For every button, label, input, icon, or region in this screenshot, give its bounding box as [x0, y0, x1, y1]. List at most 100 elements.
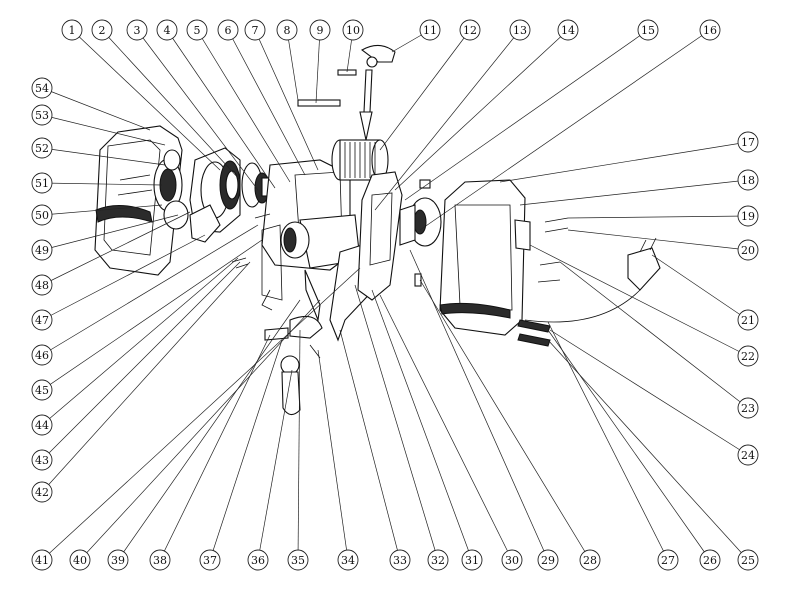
- callout-number: 51: [35, 177, 49, 190]
- leader-line: [374, 29, 521, 211]
- callout-circle: [31, 239, 53, 261]
- callout-circle: [427, 549, 449, 571]
- callout-number: 10: [346, 24, 360, 37]
- callout-38: 38: [149, 549, 171, 571]
- callout-17: 17: [737, 131, 759, 153]
- callout-16: 16: [699, 19, 721, 41]
- side-plate: [357, 171, 403, 301]
- callout-circle: [342, 19, 364, 41]
- callout-31: 31: [461, 549, 483, 571]
- callout-41: 41: [31, 549, 53, 571]
- callout-27: 27: [657, 549, 679, 571]
- callout-circle: [149, 549, 171, 571]
- callout-number: 14: [561, 24, 575, 37]
- callout-circle: [461, 549, 483, 571]
- callout-circle: [186, 19, 208, 41]
- callout-49: 49: [31, 239, 53, 261]
- leader-line: [41, 87, 151, 131]
- callout-number: 27: [661, 554, 675, 567]
- leader-line: [567, 215, 749, 219]
- leader-line: [227, 29, 306, 176]
- callout-number: 47: [35, 314, 49, 327]
- callout-18: 18: [737, 169, 759, 191]
- callout-number: 48: [35, 279, 49, 292]
- callout-11: 11: [419, 19, 441, 41]
- callout-circle: [389, 549, 411, 571]
- callout-number: 41: [35, 554, 49, 567]
- leader-line: [41, 204, 163, 216]
- callout-number: 33: [393, 554, 407, 567]
- leader-line: [209, 339, 283, 561]
- leader-line: [41, 234, 206, 321]
- callout-29: 29: [537, 549, 559, 571]
- callout-47: 47: [31, 309, 53, 331]
- callout-number: 29: [541, 554, 555, 567]
- callout-number: 39: [111, 554, 125, 567]
- callout-number: 13: [513, 24, 527, 37]
- callout-7: 7: [244, 19, 266, 41]
- callout-circle: [31, 104, 53, 126]
- callout-circle: [247, 549, 269, 571]
- callout-30: 30: [501, 549, 523, 571]
- leader-line: [315, 29, 321, 104]
- callout-3: 3: [126, 19, 148, 41]
- callout-circle: [579, 549, 601, 571]
- callout-number: 52: [35, 142, 49, 155]
- leader-line: [339, 329, 401, 561]
- callout-circle: [31, 481, 53, 503]
- callout-circle: [501, 549, 523, 571]
- leader-line: [499, 141, 749, 183]
- callout-1: 1: [61, 19, 83, 41]
- callout-circle: [31, 309, 53, 331]
- callout-43: 43: [31, 449, 53, 471]
- callout-number: 31: [465, 554, 479, 567]
- callout-circle: [737, 131, 759, 153]
- callout-circle: [126, 19, 148, 41]
- callout-circle: [737, 444, 759, 466]
- callout-number: 4: [164, 24, 171, 37]
- callout-circle: [699, 19, 721, 41]
- callout-28: 28: [579, 549, 601, 571]
- leader-line: [41, 147, 166, 166]
- callout-12: 12: [459, 19, 481, 41]
- callout-37: 37: [199, 549, 221, 571]
- callout-number: 38: [153, 554, 167, 567]
- callout-circle: [91, 19, 113, 41]
- cable-drum: [331, 139, 389, 181]
- callout-8: 8: [276, 19, 298, 41]
- callout-number: 28: [583, 554, 597, 567]
- callout-circle: [31, 379, 53, 401]
- leader-line: [117, 299, 301, 561]
- callout-44: 44: [31, 414, 53, 436]
- leader-line: [286, 29, 299, 101]
- leader-line: [419, 279, 591, 561]
- callout-6: 6: [217, 19, 239, 41]
- callout-5: 5: [186, 19, 208, 41]
- leader-line: [394, 29, 569, 191]
- callout-circle: [537, 549, 559, 571]
- callout-circle: [31, 77, 53, 99]
- leader-line: [79, 299, 321, 561]
- callout-number: 21: [741, 314, 755, 327]
- callout-circle: [737, 239, 759, 261]
- screws-right: [517, 217, 569, 347]
- callout-circle: [287, 549, 309, 571]
- callout-circle: [31, 449, 53, 471]
- callout-circle: [309, 19, 331, 41]
- leader-line: [101, 29, 241, 181]
- callout-number: 35: [291, 554, 305, 567]
- leader-line: [529, 244, 749, 357]
- callout-circle: [31, 172, 53, 194]
- hook-top-assembly: [297, 44, 396, 141]
- callout-circle: [31, 344, 53, 366]
- callout-21: 21: [737, 309, 759, 331]
- callout-number: 42: [35, 486, 49, 499]
- callout-number: 54: [35, 82, 49, 95]
- callout-circle: [31, 414, 53, 436]
- leader-lines: [41, 29, 749, 561]
- callout-circle: [737, 397, 759, 419]
- callout-circle: [156, 19, 178, 41]
- callout-26: 26: [699, 549, 721, 571]
- callout-number: 20: [741, 244, 755, 257]
